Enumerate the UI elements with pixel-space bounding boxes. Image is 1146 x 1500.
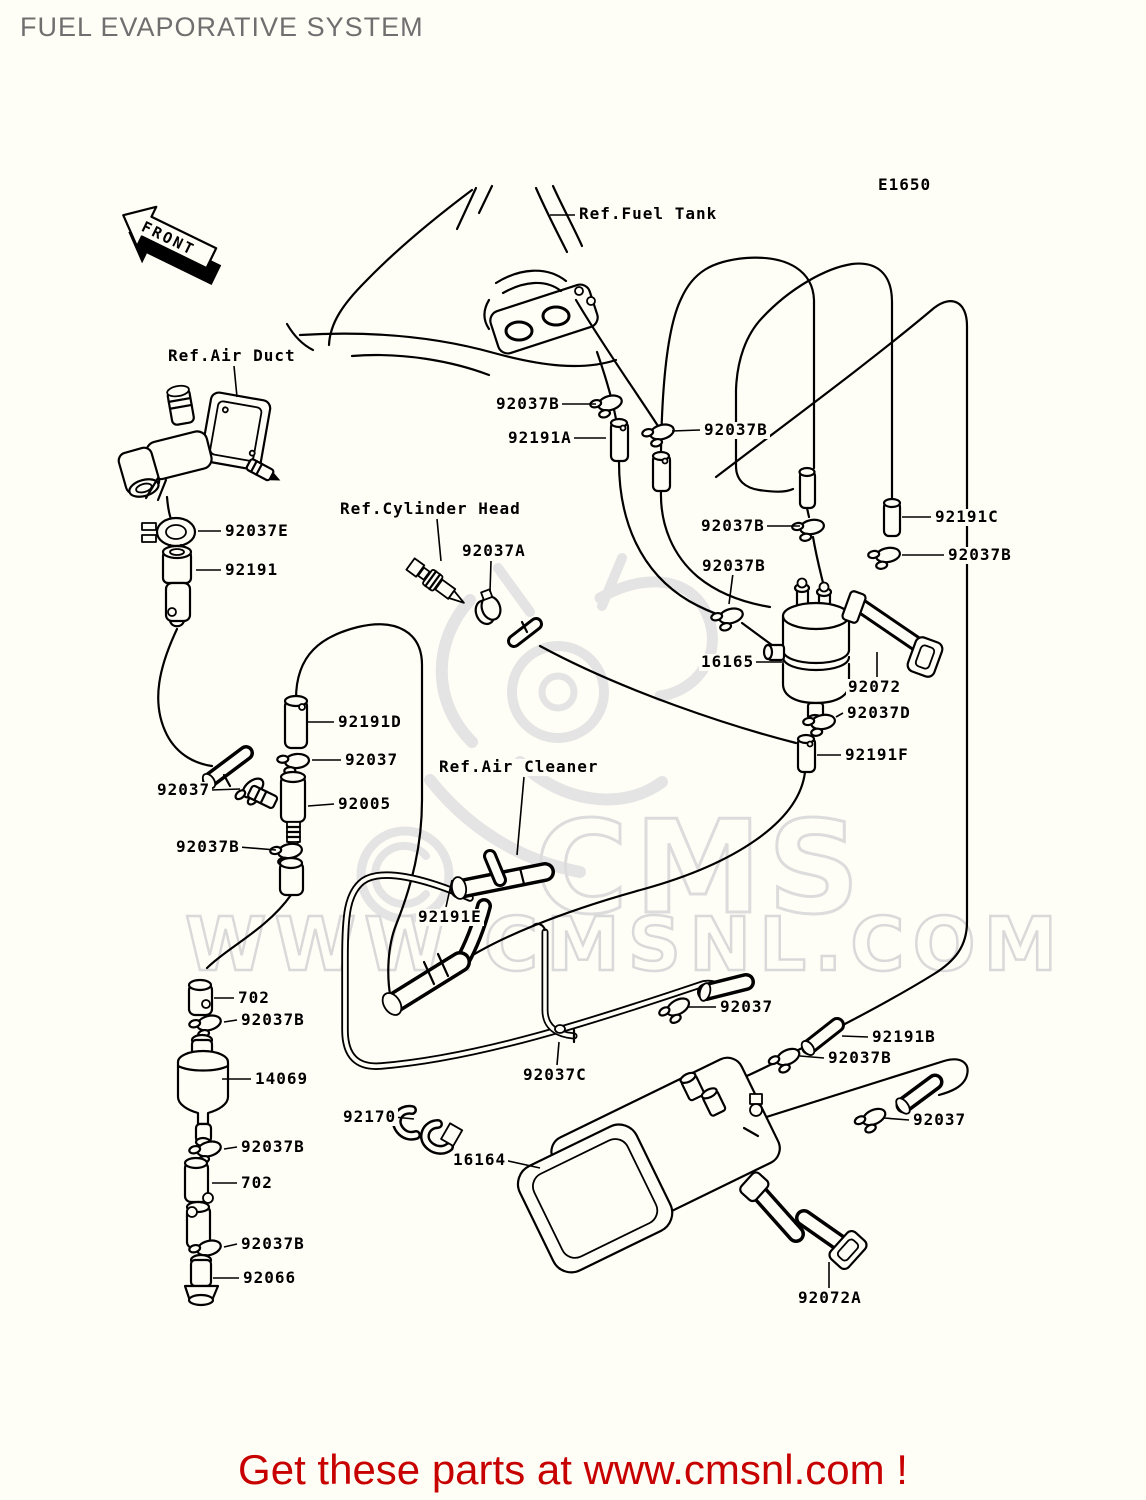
part-label-92072a: 92072A [796, 1288, 864, 1307]
part-label-92037b: 92037B [946, 545, 1014, 564]
part-label-16165: 16165 [699, 652, 757, 671]
watermark-brand-text: CMS [534, 794, 866, 943]
part-label-92072: 92072 [846, 677, 904, 696]
front-direction-arrow: FRONT [122, 205, 222, 285]
part-label-ref-cylinder-head: Ref.Cylinder Head [338, 499, 523, 518]
part-label-92191a: 92191A [506, 428, 574, 447]
part-label-92037b: 92037B [699, 516, 767, 535]
part-label-92037: 92037 [911, 1110, 969, 1129]
part-label-92037b: 92037B [239, 1234, 307, 1253]
watermark-url-text: WWW.CMSNL.COM [185, 902, 1065, 988]
part-label-92191d: 92191D [336, 712, 404, 731]
left-parts-column [141, 516, 312, 1307]
part-label-92170: 92170 [341, 1107, 399, 1126]
part-label-92037: 92037 [155, 780, 213, 799]
part-label-92037c: 92037C [521, 1065, 589, 1084]
part-label-92037b: 92037B [700, 556, 768, 575]
part-label-ref-fuel-tank: Ref.Fuel Tank [577, 204, 720, 223]
vent-hoses [157, 256, 969, 1121]
part-label-92037b: 92037B [239, 1137, 307, 1156]
part-label-e1650: E1650 [876, 175, 934, 194]
part-label-92037: 92037 [343, 750, 401, 769]
part-label-92037b: 92037B [494, 394, 562, 413]
cmsnl-footer-text: Get these parts at www.cmsnl.com ! [238, 1446, 908, 1493]
cms-watermark-graphic: CMS WWW.CMSNL.COM [184, 553, 1065, 989]
part-label-92191c: 92191C [933, 507, 1001, 526]
fuel-tank-drawing [285, 184, 618, 377]
air-duct-valve-drawing [117, 384, 281, 502]
part-label-92037b: 92037B [702, 420, 770, 439]
part-label-92005: 92005 [336, 794, 394, 813]
canister-16164-drawing [391, 922, 944, 1274]
part-label-92037b: 92037B [826, 1048, 894, 1067]
part-label-702: 702 [236, 988, 272, 1007]
part-label-92066: 92066 [241, 1268, 299, 1287]
part-label-92037: 92037 [718, 997, 776, 1016]
part-label-92037d: 92037D [845, 703, 913, 722]
part-label-92191: 92191 [223, 560, 281, 579]
part-label-ref-air-duct: Ref.Air Duct [166, 346, 298, 365]
page-title: FUEL EVAPORATIVE SYSTEM [20, 12, 424, 42]
part-label-92037a: 92037A [460, 541, 528, 560]
part-label-92037b: 92037B [239, 1010, 307, 1029]
leader-lines [196, 214, 944, 1288]
part-label-ref-air-cleaner: Ref.Air Cleaner [437, 757, 601, 776]
part-label-92191b: 92191B [870, 1027, 938, 1046]
fittings-and-clamps [588, 392, 904, 635]
part-label-92037e: 92037E [223, 521, 291, 540]
part-label-702: 702 [239, 1173, 275, 1192]
cylinder-head-fitting [405, 557, 543, 648]
part-label-14069: 14069 [253, 1069, 311, 1088]
canister-16165-drawing [762, 577, 944, 774]
part-label-92191e: 92191E [416, 907, 484, 926]
part-label-92037b: 92037B [174, 837, 242, 856]
part-label-92191f: 92191F [843, 745, 911, 764]
part-label-16164: 16164 [451, 1150, 509, 1169]
